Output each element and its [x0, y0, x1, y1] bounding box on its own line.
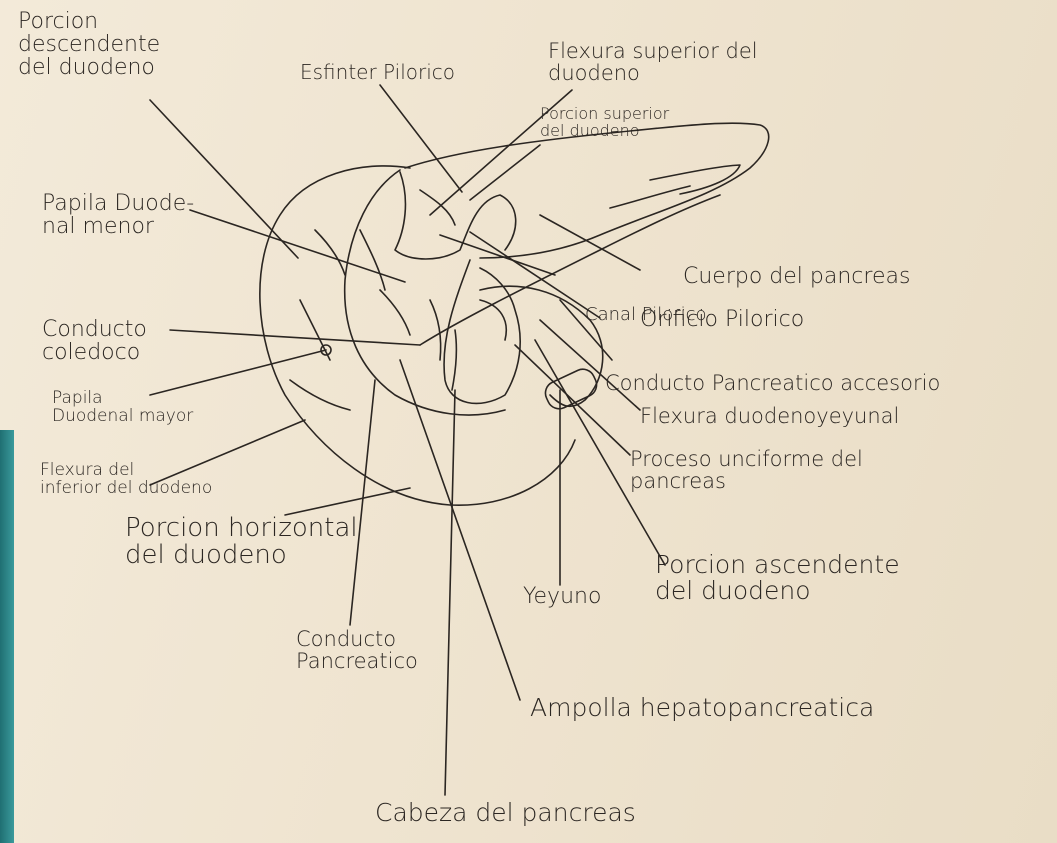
label-cabeza-pancreas: Cabeza del pancreas	[375, 800, 636, 826]
label-conducto-pancreatico: Conducto Pancreatico	[296, 628, 418, 672]
pancreas-body	[405, 123, 769, 258]
pylorus-outline	[395, 172, 516, 259]
label-flexura-duodenoyeyunal: Flexura duodenoyeyunal	[640, 405, 899, 427]
label-porcion-ascendente: Porcion ascendente del duodeno	[655, 552, 900, 605]
duodenum-outline	[260, 166, 575, 505]
label-conducto-coledoco: Conducto coledoco	[42, 318, 147, 364]
label-porcion-descendente: Porcion descendente del duodeno	[18, 10, 160, 79]
label-conducto-accesorio: Conducto Pancreatico accesorio	[605, 372, 940, 394]
label-papila-mayor: Papila Duodenal mayor	[52, 390, 193, 426]
label-esfinter-pilorico: Esfinter Pilorico	[300, 62, 455, 83]
label-cuerpo-pancreas: Cuerpo del pancreas	[683, 265, 910, 288]
label-flexura-superior: Flexura superior del duodeno	[548, 40, 758, 84]
label-ampolla: Ampolla hepatopancreatica	[530, 695, 874, 721]
label-yeyuno: Yeyuno	[523, 585, 601, 608]
label-porcion-horizontal: Porcion horizontal del duodeno	[125, 515, 358, 570]
label-canal-pilorico: Canal Pilorico	[585, 306, 707, 325]
label-proceso-unciforme: Proceso unciforme del pancreas	[630, 448, 863, 492]
label-papila-menor: Papila Duode- nal menor	[42, 192, 194, 238]
label-porcion-superior: Porcion superior del duodeno	[540, 106, 669, 140]
pancreas-tail-inner	[650, 165, 740, 194]
label-flexura-inferior: Flexura del inferior del duodeno	[40, 462, 212, 498]
